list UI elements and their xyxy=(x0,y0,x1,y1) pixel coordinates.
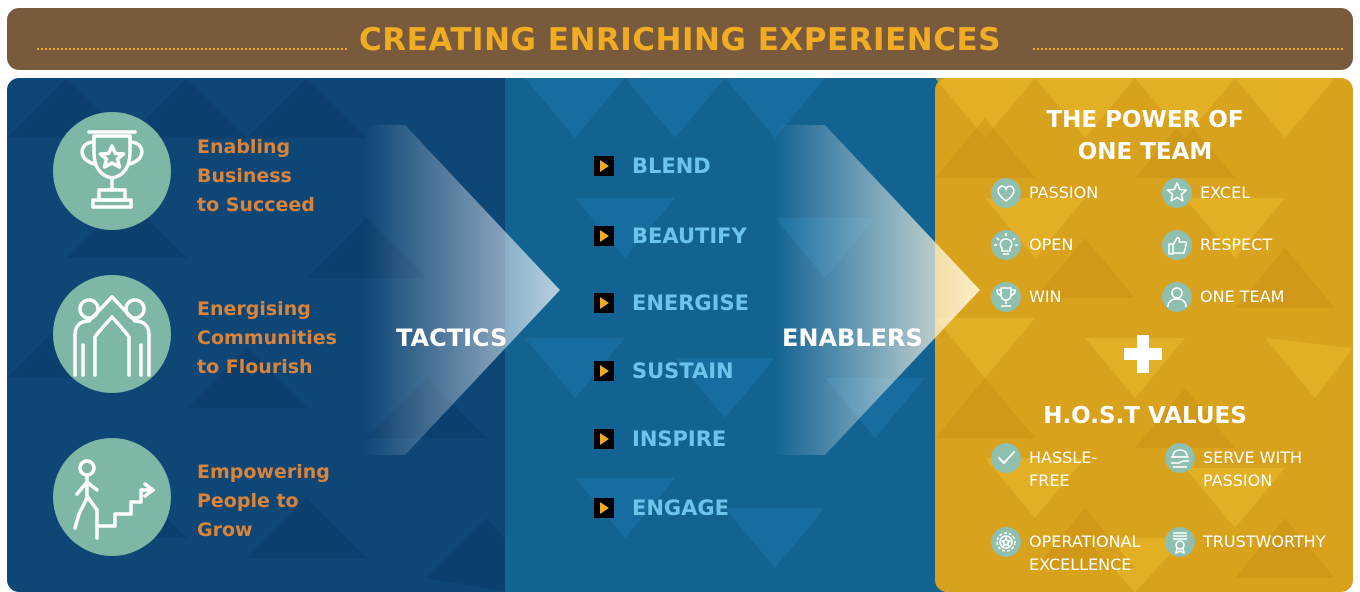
pillar-label-2: Energising Communities to Flourish xyxy=(197,298,337,378)
pillar-label-3: Empowering People to Grow xyxy=(197,461,330,541)
trophy-icon xyxy=(996,287,1016,307)
play-arrow-icon xyxy=(594,156,614,176)
tactic-item: SUSTAIN xyxy=(594,359,734,383)
pillar-label-1: Enabling Business to Succeed xyxy=(197,136,315,216)
people-high-five-icon xyxy=(73,295,151,377)
value-passion: PASSION xyxy=(991,178,1098,208)
star-icon xyxy=(1166,182,1188,202)
trophy-icon xyxy=(80,130,144,209)
tactic-item: BEAUTIFY xyxy=(594,224,747,248)
tactic-item: ENERGISE xyxy=(594,291,749,315)
tactic-item: INSPIRE xyxy=(594,427,726,451)
tactic-item: ENGAGE xyxy=(594,496,729,520)
tactic-item: BLEND xyxy=(594,154,711,178)
value-win: WIN xyxy=(991,282,1062,312)
value-open: OPEN xyxy=(991,230,1073,260)
play-arrow-icon xyxy=(594,226,614,246)
value-trustworthy: TRUSTWORTHY xyxy=(1165,527,1325,557)
enablers-label: ENABLERS xyxy=(782,324,923,352)
pillar-circle-3 xyxy=(53,438,171,556)
lightbulb-icon xyxy=(994,233,1018,255)
play-arrow-icon xyxy=(594,498,614,518)
header-dotted-line-right xyxy=(1033,48,1343,50)
plus-icon-vertical xyxy=(1137,335,1149,373)
check-icon xyxy=(998,451,1015,464)
host-values-title: H.O.S.T VALUES xyxy=(1043,403,1247,429)
enablers-chevron xyxy=(775,125,980,455)
header-dotted-line-left xyxy=(37,48,347,50)
person-icon xyxy=(1167,287,1187,308)
power-of-one-team-title: THE POWER OF ONE TEAM xyxy=(1046,107,1244,165)
header-banner: CREATING ENRICHING EXPERIENCES xyxy=(7,8,1353,70)
heart-icon xyxy=(997,185,1015,203)
value-excel: EXCEL xyxy=(1162,178,1250,208)
tactics-label: TACTICS xyxy=(396,324,508,352)
pillar-circle-1 xyxy=(53,112,171,230)
play-arrow-icon xyxy=(594,293,614,313)
thumbs-up-icon xyxy=(1168,236,1188,255)
gear-star-icon xyxy=(996,532,1016,552)
tactics-chevron xyxy=(365,125,560,455)
value-hassle-free: HASSLE-FREE xyxy=(991,443,1097,492)
page-title: CREATING ENRICHING EXPERIENCES xyxy=(359,22,1001,58)
play-arrow-icon xyxy=(594,429,614,449)
play-arrow-icon xyxy=(594,361,614,381)
value-respect: RESPECT xyxy=(1162,230,1272,260)
pillar-circle-2 xyxy=(53,275,171,393)
value-one-team: ONE TEAM xyxy=(1162,282,1284,312)
certificate-icon xyxy=(1173,532,1187,554)
serving-hand-icon xyxy=(1171,449,1189,468)
stairs-climb-icon xyxy=(73,459,155,540)
